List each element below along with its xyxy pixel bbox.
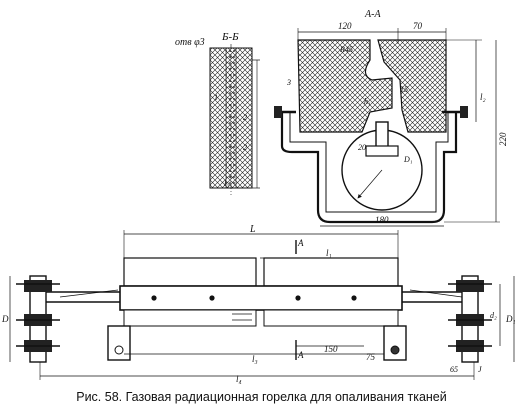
radius-label: R45	[339, 45, 353, 54]
dim-150: 150	[324, 344, 338, 354]
dim-D: D	[1, 314, 9, 324]
section-bb: отв φ3 Б-Б 1 2 2 l₃	[175, 31, 260, 195]
dim-l2-aa: l₂	[480, 92, 486, 102]
dim-l4: l₄	[236, 374, 242, 384]
dim-3: 3	[286, 78, 291, 87]
dim-l1: l₁	[326, 248, 332, 258]
marker-a-bottom: A	[297, 350, 304, 360]
section-aa: А-А 120 70 R45 D₁ 20 3 15 h₁	[274, 9, 508, 227]
marker-a-top: A	[297, 238, 304, 248]
dim-D1: D₁	[505, 314, 516, 324]
dim-180: 180	[375, 215, 389, 225]
left-flange: D	[1, 275, 60, 363]
dim-15: 15	[400, 85, 408, 94]
burner-body	[119, 285, 403, 311]
dim-75: 75	[366, 352, 376, 362]
hole-note: отв φ3	[175, 37, 205, 48]
elevation-view: L l₁ A	[1, 224, 516, 384]
section-aa-title: А-А	[364, 9, 381, 20]
dim-J: J	[478, 365, 482, 374]
ceramic-block-left	[297, 39, 393, 133]
dim-20: 20	[358, 143, 366, 152]
bb-label-l3: l₃	[224, 179, 229, 188]
dim-70: 70	[413, 21, 423, 31]
dim-120: 120	[338, 21, 352, 31]
figure-caption: Рис. 58. Газовая радиационная горелка дл…	[76, 390, 447, 404]
ceramic-block-right	[377, 39, 447, 133]
bb-label-2b: 2	[243, 143, 247, 152]
dim-l3: l₃	[252, 354, 258, 364]
dim-L: L	[249, 224, 256, 235]
dim-65: 65	[450, 365, 458, 374]
bb-label-2a: 2	[243, 113, 247, 122]
housing-inner	[289, 112, 449, 213]
dim-220: 220	[498, 132, 508, 146]
bb-label-1: 1	[214, 93, 218, 102]
section-bb-title: Б-Б	[221, 31, 239, 43]
dim-small: h₁	[364, 97, 371, 106]
dim-d1-aa: D₁	[403, 155, 413, 164]
dim-d2: d₂	[490, 311, 497, 320]
right-flange: d₂ D₁	[448, 275, 516, 363]
burner-housing	[280, 112, 458, 224]
